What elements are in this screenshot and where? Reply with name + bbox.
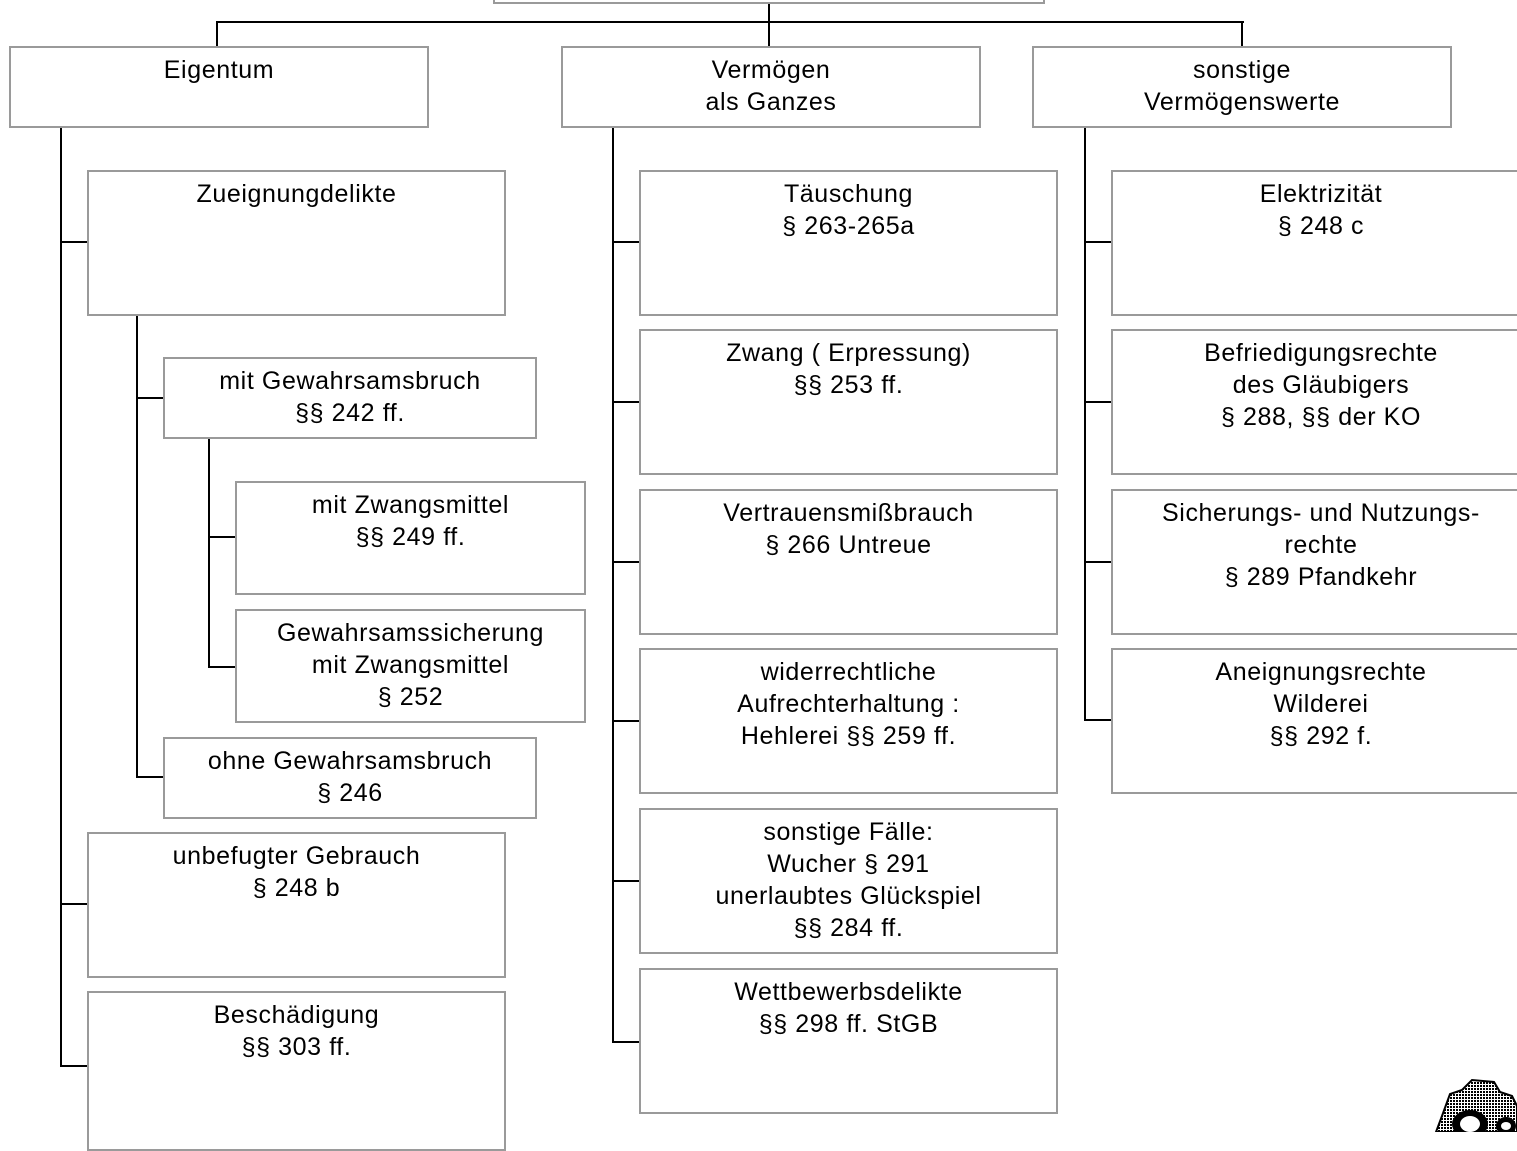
category-vermoegen-line2: als Ganzes [705,88,837,116]
node-hehlerei: widerrechtliche Aufrechterhaltung : Hehl… [639,648,1058,794]
node-sonstige-faelle-line2: Wucher § 291 [767,850,930,878]
sonstige-tick-1 [1084,241,1112,243]
zueignung-tick-ohne [136,776,164,778]
eigentum-trunk [60,128,62,1067]
node-sonstige-faelle-line1: sonstige Fälle: [763,818,934,846]
node-hehlerei-line3: Hehlerei §§ 259 ff. [740,722,957,750]
category-eigentum: Eigentum [9,46,429,128]
node-hehlerei-line1: widerrechtliche [760,658,937,686]
top-level-bar [216,21,1244,23]
gewahrsamsbruch-trunk [208,438,210,668]
node-aneignungsrechte: Aneignungsrechte Wilderei §§ 292 f. [1111,648,1517,794]
category-vermoegen: Vermögen als Ganzes [561,46,981,128]
node-elektrizitaet-line2: § 248 c [1277,212,1365,240]
vermoegen-tick-6 [612,1041,640,1043]
category-vermoegen-line1: Vermögen [711,56,831,84]
node-sonstige-faelle: sonstige Fälle: Wucher § 291 unerlaubtes… [639,808,1058,954]
eigentum-tick-beschaedigung [60,1065,88,1067]
gewahrsamsbruch-tick-sicherung [208,666,236,668]
vermoegen-tick-3 [612,561,640,563]
root-connector [768,4,770,22]
drop-vermoegen [768,21,770,47]
zueignung-tick-mit [136,397,164,399]
node-zwang-line1: Zwang ( Erpressung) [726,339,971,367]
node-gewahrsamssicherung-line2: mit Zwangsmittel [311,651,510,679]
node-mit-gewahrsamsbruch-line1: mit Gewahrsamsbruch [219,367,481,395]
node-befriedigungsrechte-line1: Befriedigungsrechte [1204,339,1438,367]
node-aneignungsrechte-line2: Wilderei [1273,690,1369,718]
node-mit-zwangsmittel-line2: §§ 249 ff. [355,523,466,551]
vermoegen-tick-5 [612,880,640,882]
node-aneignungsrechte-line3: §§ 292 f. [1269,722,1373,750]
node-sicherungsrechte: Sicherungs- und Nutzungs- rechte § 289 P… [1111,489,1517,635]
node-mit-zwangsmittel: mit Zwangsmittel §§ 249 ff. [235,481,586,595]
sonstige-tick-3 [1084,561,1112,563]
node-zueignungsdelikte: Zueignungdelikte [87,170,506,316]
eigentum-tick-gebrauch [60,903,88,905]
node-ohne-gewahrsamsbruch-line1: ohne Gewahrsamsbruch [207,747,493,775]
sonstige-tick-4 [1084,719,1112,721]
gewahrsamsbruch-tick-zwang [208,536,236,538]
node-taeuschung-line1: Täuschung [783,180,914,208]
node-zwang-line2: §§ 253 ff. [793,371,904,399]
node-wettbewerbsdelikte-line1: Wettbewerbsdelikte [734,978,963,1006]
node-sicherungsrechte-line2: rechte [1284,531,1358,559]
node-vertrauensmissbrauch-line1: Vertrauensmißbrauch [723,499,974,527]
node-unbefugter-gebrauch-line2: § 248 b [252,874,341,902]
node-taeuschung: Täuschung § 263-265a [639,170,1058,316]
vermoegen-tick-2 [612,401,640,403]
node-befriedigungsrechte-line3: § 288, §§ der KO [1220,403,1421,431]
node-elektrizitaet-line1: Elektrizität [1259,180,1383,208]
node-beschaedigung-line2: §§ 303 ff. [241,1033,352,1061]
node-taeuschung-line2: § 263-265a [782,212,915,240]
category-eigentum-label: Eigentum [163,56,275,84]
camera-icon [1434,1078,1517,1132]
node-ohne-gewahrsamsbruch-line2: § 246 [317,779,383,807]
node-gewahrsamssicherung: Gewahrsamssicherung mit Zwangsmittel § 2… [235,609,586,723]
node-mit-gewahrsamsbruch-line2: §§ 242 ff. [295,399,405,427]
node-sonstige-faelle-line4: §§ 284 ff. [793,914,904,942]
node-befriedigungsrechte-line2: des Gläubigers [1232,371,1410,399]
category-sonstige: sonstige Vermögenswerte [1032,46,1452,128]
node-wettbewerbsdelikte: Wettbewerbsdelikte §§ 298 ff. StGB [639,968,1058,1114]
root-node [493,0,1045,4]
node-mit-gewahrsamsbruch: mit Gewahrsamsbruch §§ 242 ff. [163,357,537,439]
node-hehlerei-line2: Aufrechterhaltung : [737,690,960,718]
node-befriedigungsrechte: Befriedigungsrechte des Gläubigers § 288… [1111,329,1517,475]
drop-sonstige [1241,21,1243,47]
node-sicherungsrechte-line1: Sicherungs- und Nutzungs- [1162,499,1480,527]
zueignung-trunk [136,314,138,778]
node-vertrauensmissbrauch-line2: § 266 Untreue [765,531,932,559]
category-sonstige-line1: sonstige [1193,56,1291,84]
node-unbefugter-gebrauch-line1: unbefugter Gebrauch [172,842,421,870]
vermoegen-trunk [612,128,614,1043]
node-sonstige-faelle-line3: unerlaubtes Glückspiel [715,882,982,910]
eigentum-tick-zueignung [60,241,88,243]
node-zwang: Zwang ( Erpressung) §§ 253 ff. [639,329,1058,475]
node-aneignungsrechte-line1: Aneignungsrechte [1215,658,1427,686]
node-zueignungsdelikte-label: Zueignungdelikte [196,180,397,208]
node-beschaedigung-line1: Beschädigung [213,1001,380,1029]
node-gewahrsamssicherung-line3: § 252 [377,683,444,711]
sonstige-tick-2 [1084,401,1112,403]
node-sicherungsrechte-line3: § 289 Pfandkehr [1224,563,1418,591]
node-ohne-gewahrsamsbruch: ohne Gewahrsamsbruch § 246 [163,737,537,819]
node-elektrizitaet: Elektrizität § 248 c [1111,170,1517,316]
node-unbefugter-gebrauch: unbefugter Gebrauch § 248 b [87,832,506,978]
drop-eigentum [216,21,218,47]
sonstige-trunk [1084,128,1086,721]
vermoegen-tick-4 [612,720,640,722]
category-sonstige-line2: Vermögenswerte [1144,88,1340,116]
node-wettbewerbsdelikte-line2: §§ 298 ff. StGB [758,1010,939,1038]
node-beschaedigung: Beschädigung §§ 303 ff. [87,991,506,1151]
node-gewahrsamssicherung-line1: Gewahrsamssicherung [276,619,545,647]
vermoegen-tick-1 [612,241,640,243]
node-vertrauensmissbrauch: Vertrauensmißbrauch § 266 Untreue [639,489,1058,635]
node-mit-zwangsmittel-line1: mit Zwangsmittel [311,491,510,519]
